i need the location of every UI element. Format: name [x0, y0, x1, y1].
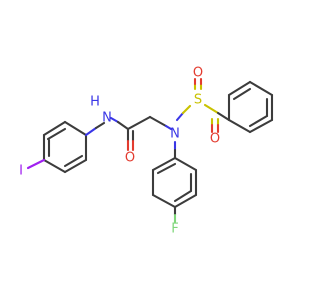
atom-labels: I N H O N S O O F [19, 66, 220, 237]
iodine-bond [26, 158, 46, 170]
amide-linkage [84, 115, 173, 152]
sulfonamide-nitrogen-label: N [170, 127, 180, 142]
carbonyl-oxygen-label: O [125, 151, 135, 166]
iodophenyl-ring [42, 120, 88, 174]
sulfur-label: S [194, 93, 202, 108]
fluorophenyl-ring [151, 140, 198, 209]
amide-hydrogen-label: H [90, 95, 100, 110]
sulfonyl-group [175, 77, 231, 134]
molecule-structure-diagram: I N H O N S O O F [19, 66, 274, 237]
sulfonyl-oxygen-top-label: O [193, 66, 203, 81]
sulfonyl-oxygen-bottom-label: O [210, 132, 220, 147]
amide-nitrogen-label: N [102, 111, 112, 126]
phenyl-ring [227, 80, 274, 134]
fluorine-label: F [171, 222, 178, 237]
iodine-label: I [19, 164, 23, 179]
